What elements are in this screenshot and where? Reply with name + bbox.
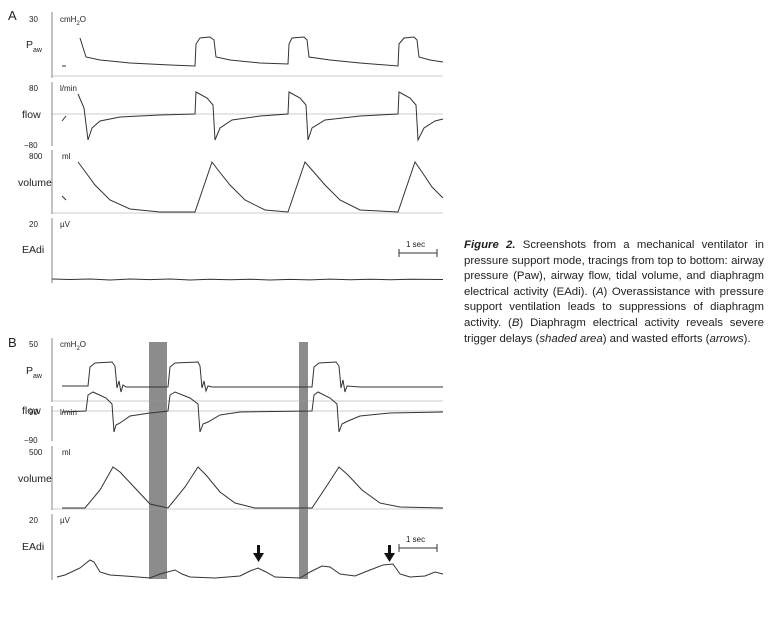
time-scale-bar-b: 1 sec bbox=[398, 535, 438, 552]
paw-b-label: Paw bbox=[26, 365, 43, 380]
caption-figure-label: Figure 2. bbox=[464, 239, 516, 251]
eadi-a-scale-top: 20 bbox=[29, 220, 38, 229]
eadi-b-scale-top: 20 bbox=[29, 516, 38, 525]
paw-a-scale-top: 30 bbox=[29, 15, 38, 24]
eadi-a-label: EAdi bbox=[22, 244, 44, 256]
figure-caption: Figure 2. Screenshots from a mechanical … bbox=[464, 238, 764, 347]
panel-b: B 50 cmH2O Paw 90 l/min −90 flow 500 m bbox=[8, 335, 444, 580]
flow-a-scale-top: 80 bbox=[29, 84, 38, 93]
wasted-effort-arrow-1 bbox=[253, 545, 264, 562]
flow-b-trace bbox=[61, 391, 444, 433]
volume-b-scale-top: 500 bbox=[29, 448, 43, 457]
paw-b-scale-top: 50 bbox=[29, 340, 38, 349]
panel-a-flow-channel: 80 l/min −80 flow bbox=[22, 82, 444, 150]
wasted-effort-arrow-2 bbox=[384, 545, 395, 562]
paw-b-trace bbox=[62, 361, 443, 393]
caption-text-2: ) Overassistance with pressure support v… bbox=[464, 285, 764, 329]
caption-shaded-ref: shaded area bbox=[539, 332, 603, 345]
volume-b-label: volume bbox=[18, 473, 52, 485]
panel-b-volume-channel: 500 ml volume bbox=[18, 446, 444, 510]
volume-b-trace bbox=[62, 466, 444, 509]
time-scale-bar-a: 1 sec bbox=[398, 240, 438, 257]
time-scale-label-b: 1 sec bbox=[406, 535, 425, 544]
panel-b-eadi-channel: 20 µV EAdi 1 sec bbox=[22, 514, 444, 580]
panel-letter-b: B bbox=[8, 335, 17, 350]
flow-b-unit: l/min bbox=[60, 408, 77, 417]
paw-a-label: Paw bbox=[26, 39, 43, 54]
caption-panel-b-ref: B bbox=[511, 316, 520, 329]
paw-b-unit: cmH2O bbox=[60, 340, 86, 352]
volume-a-label: volume bbox=[18, 177, 52, 189]
flow-a-scale-bottom: −80 bbox=[24, 141, 38, 150]
caption-text-3: ) Diaphragm electrical activity reveals … bbox=[464, 316, 764, 345]
caption-panel-a-ref: A bbox=[595, 285, 604, 298]
eadi-a-trace bbox=[51, 278, 444, 281]
panel-b-flow-channel: 90 l/min −90 flow bbox=[22, 391, 444, 445]
eadi-b-label: EAdi bbox=[22, 541, 44, 553]
panel-a-paw-channel: 30 cmH2O Paw bbox=[26, 12, 444, 78]
panel-a-volume-channel: 800 ml volume bbox=[18, 150, 444, 214]
caption-text-1: Screenshots from a mechanical ventilator… bbox=[464, 239, 764, 298]
flow-a-unit: l/min bbox=[60, 84, 77, 93]
panel-b-paw-channel: 50 cmH2O Paw bbox=[26, 338, 443, 402]
flow-b-scale-bottom: −90 bbox=[24, 436, 38, 445]
volume-a-trace bbox=[61, 160, 444, 213]
flow-b-label: flow bbox=[22, 405, 41, 417]
caption-arrows-ref: arrows bbox=[709, 332, 744, 345]
caption-text-5: ). bbox=[743, 332, 751, 345]
panel-a: A 30 cmH2O Paw 80 l/min −80 flow 800 ml … bbox=[8, 8, 444, 283]
volume-a-scale-top: 800 bbox=[29, 152, 43, 161]
volume-a-unit: ml bbox=[62, 152, 71, 161]
eadi-b-unit: µV bbox=[60, 516, 71, 525]
panel-a-eadi-channel: 20 µV EAdi 1 sec bbox=[22, 218, 444, 283]
caption-text-4: ) and wasted efforts ( bbox=[602, 332, 710, 345]
eadi-a-unit: µV bbox=[60, 220, 71, 229]
panel-letter-a: A bbox=[8, 8, 17, 23]
eadi-b-trace bbox=[56, 559, 444, 579]
flow-a-label: flow bbox=[22, 109, 41, 121]
flow-a-trace bbox=[61, 91, 444, 142]
time-scale-label-a: 1 sec bbox=[406, 240, 425, 249]
trigger-delay-shade-2 bbox=[299, 342, 308, 579]
volume-b-unit: ml bbox=[62, 448, 71, 457]
trigger-delay-shade-1 bbox=[149, 342, 167, 579]
paw-a-unit: cmH2O bbox=[60, 15, 86, 27]
flow-b-scale-top: 90 bbox=[29, 408, 38, 417]
paw-a-trace bbox=[62, 36, 444, 67]
